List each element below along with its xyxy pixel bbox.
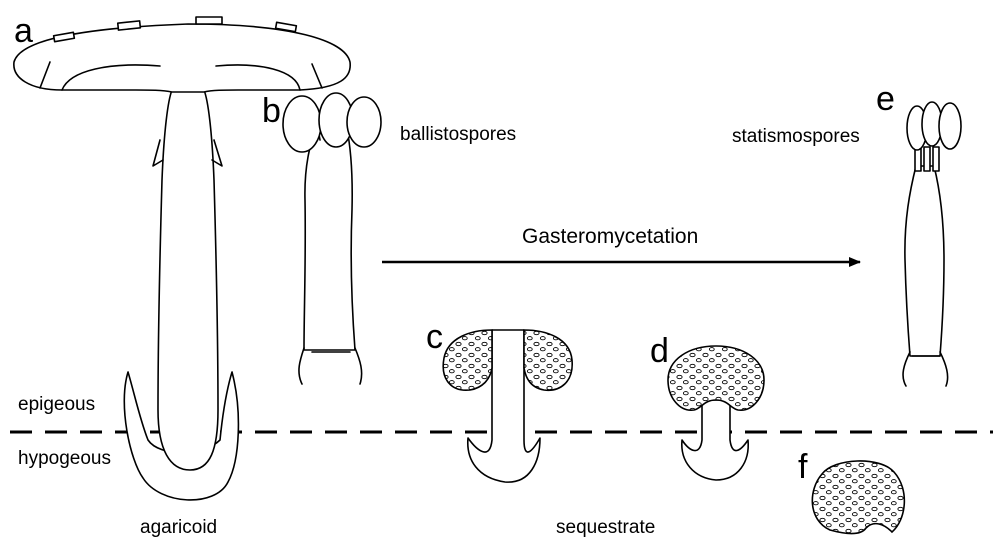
epigeous-label: epigeous (18, 394, 95, 415)
panel-label-c: c (426, 318, 443, 356)
basidium-ballistospores (283, 93, 381, 384)
panel-label-a: a (14, 12, 33, 50)
panel-label-e: e (876, 80, 895, 118)
sequestrate-label: sequestrate (556, 517, 655, 538)
ballistospores-label: ballistospores (400, 124, 516, 145)
agaricoid-mushroom (14, 17, 350, 500)
basidium-statismospores (903, 102, 961, 386)
statismospores-label: statismospores (732, 126, 860, 147)
process-label: Gasteromycetation (522, 225, 698, 248)
panel-label-f: f (798, 448, 808, 486)
panel-label-d: d (650, 332, 669, 370)
gastroid-fruiting-body (668, 346, 764, 480)
agaricoid-label: agaricoid (140, 517, 217, 538)
secotioid-fruiting-body (443, 330, 572, 482)
panel-label-b: b (262, 92, 281, 130)
truffle-like-fruiting-body (812, 461, 904, 534)
hypogeous-label: hypogeous (18, 448, 111, 469)
